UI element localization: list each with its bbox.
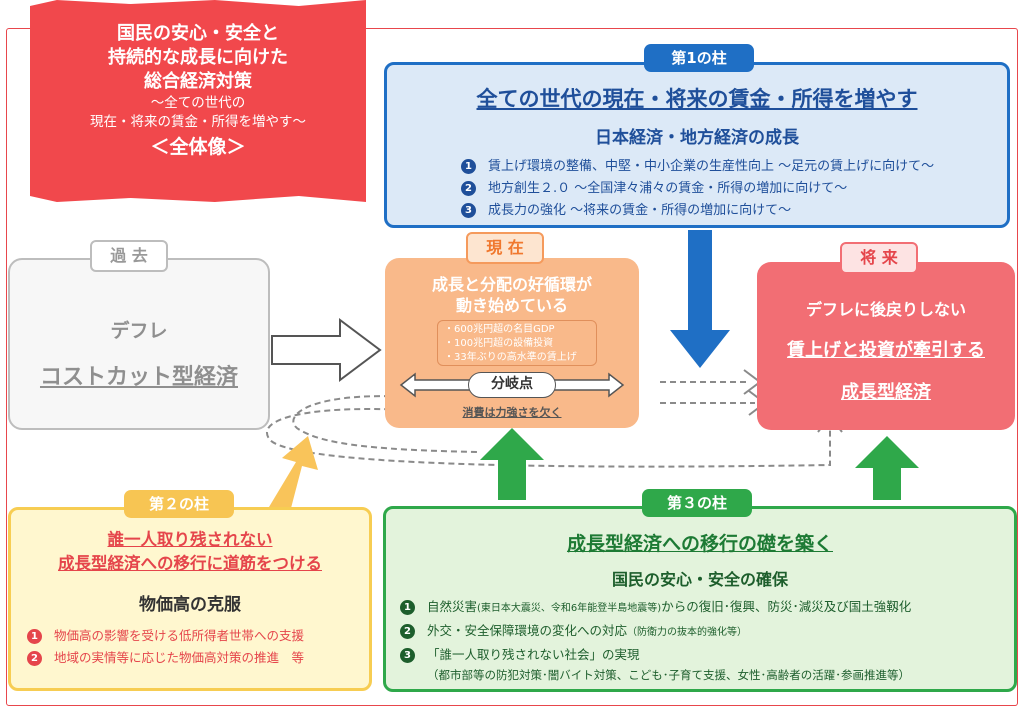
present-title-line-1: 成長と分配の好循環が [431, 275, 592, 294]
pillar-3-title: 成長型経済への移行の礎を築く [566, 533, 833, 555]
future-line-2: 賃上げと投資が牽引する [787, 340, 985, 361]
branch-point-label: 分岐点 [468, 372, 556, 398]
pillar2-up-arrow [266, 436, 318, 512]
pillar-2-badge: 第２の柱 [124, 490, 234, 518]
past-line-1: デフレ [110, 320, 168, 342]
subtitle-line-1: ～全ての世代の [150, 95, 246, 111]
present-bullet-2: ・100兆円超の設備投資 [444, 338, 554, 349]
pillar-1-badge: 第1の柱 [644, 44, 754, 72]
outer-frame [6, 28, 1018, 706]
pillar1-down-arrow [670, 230, 730, 368]
number-circle-icon: 1 [461, 159, 476, 174]
pillar-1-subtitle: 日本経済・地方経済の成長 [595, 128, 799, 148]
present-badge: 現 在 [466, 232, 544, 264]
past-line-2: コストカット型経済 [39, 365, 238, 390]
title-flag: 国民の安心・安全と 持続的な成長に向けた 総合経済対策 ～全ての世代の 現在・将… [30, 0, 366, 202]
future-line-1: デフレに後戻りしない [805, 300, 966, 319]
pillar-3-item-3: 3「誰一人取り残されない社会」の実現 [400, 644, 1014, 666]
future-line-3: 成長型経済 [841, 382, 931, 403]
present-bullet-3: ・33年ぶりの高水準の賃上げ [444, 352, 577, 363]
pillar-2-title-line-1: 誰一人取り残されない [107, 530, 273, 549]
past-to-present-arrow [271, 318, 382, 382]
number-circle-icon: 3 [400, 648, 415, 663]
future-badge: 将 来 [840, 242, 918, 274]
overview-label: ＜全体像＞ [150, 136, 246, 158]
present-title-line-2: 動き始めている [455, 296, 568, 315]
number-circle-icon: 2 [400, 624, 415, 639]
number-circle-icon: 2 [461, 181, 476, 196]
pillar-3-item-3-detail: （都市部等の防犯対策･闇バイト対策、こども･子育て支援、女性･高齢者の活躍･参画… [427, 668, 910, 682]
pillar-3-badge: 第３の柱 [642, 489, 752, 517]
past-badge: 過 去 [90, 240, 168, 272]
future-box: デフレに後戻りしない 賃上げと投資が牽引する 成長型経済 [757, 262, 1015, 430]
pillar-2-subtitle: 物価高の克服 [139, 595, 241, 615]
pillar-1-title: 全ての世代の現在・将来の賃金・所得を増やす [476, 87, 918, 111]
pillar-2-title-line-2: 成長型経済への移行に道筋をつける [58, 554, 322, 573]
number-circle-icon: 3 [461, 203, 476, 218]
number-circle-icon: 2 [27, 651, 42, 666]
present-note: 消費は力強さを欠く [462, 406, 562, 419]
number-circle-icon: 1 [400, 600, 415, 615]
dashed-inner-loop [292, 395, 481, 453]
past-box: デフレ コストカット型経済 [8, 258, 270, 430]
present-bullet-1: ・600兆円超の名目GDP [444, 324, 555, 335]
pillar3-up-arrow-present [480, 428, 544, 500]
subtitle-line-2: 現在・将来の賃金・所得を増やす～ [90, 114, 306, 130]
title-line-1: 国民の安心・安全と [117, 23, 279, 44]
pillar3-up-arrow-future [855, 436, 919, 500]
number-circle-icon: 1 [27, 629, 42, 644]
title-line-2: 持続的な成長に向けた [108, 47, 288, 68]
present-box: 成長と分配の好循環が 動き始めている ・600兆円超の名目GDP ・100兆円超… [385, 258, 639, 428]
present-bullet-list: ・600兆円超の名目GDP ・100兆円超の設備投資 ・33年ぶりの高水準の賃上… [437, 320, 597, 366]
title-line-3: 総合経済対策 [144, 71, 252, 92]
pillar-3-subtitle: 国民の安心・安全の確保 [611, 570, 788, 589]
